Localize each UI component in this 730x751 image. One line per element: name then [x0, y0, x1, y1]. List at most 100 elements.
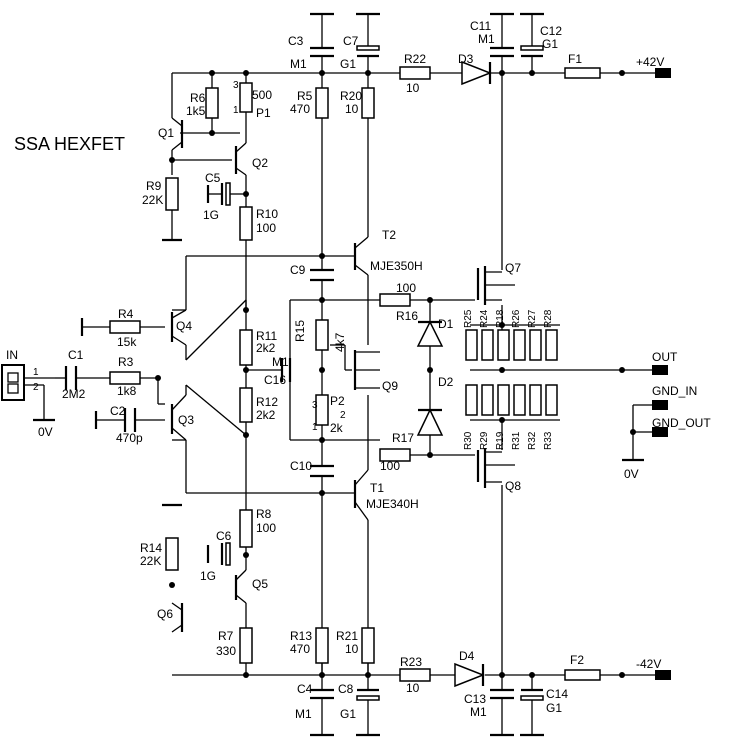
svg-text:1: 1	[233, 105, 239, 116]
p1-body	[239, 82, 253, 113]
r8-body	[239, 509, 253, 548]
svg-text:Q6: Q6	[157, 607, 173, 621]
svg-text:10: 10	[406, 681, 420, 695]
pos-rail-label: +42V	[636, 55, 664, 69]
svg-text:C12: C12	[540, 24, 562, 38]
svg-text:G1: G1	[542, 37, 558, 51]
svg-text:100: 100	[396, 281, 416, 295]
bank-resistor-label: R26	[511, 309, 522, 328]
svg-text:C5: C5	[205, 171, 221, 185]
svg-text:22K: 22K	[140, 554, 161, 568]
bank-resistor-label: R25	[463, 309, 474, 328]
bank-resistor-label: R27	[527, 309, 538, 328]
svg-text:100: 100	[256, 521, 276, 535]
svg-text:2k2: 2k2	[256, 408, 276, 422]
svg-text:3: 3	[312, 400, 318, 411]
bank-resistor-label: R31	[511, 431, 522, 450]
svg-text:MJE340H: MJE340H	[366, 497, 419, 511]
svg-text:Q8: Q8	[505, 479, 521, 493]
svg-text:D2: D2	[438, 375, 454, 389]
svg-text:15k: 15k	[117, 335, 137, 349]
svg-text:F1: F1	[568, 52, 582, 66]
svg-text:T1: T1	[370, 481, 384, 495]
svg-text:F2: F2	[570, 653, 584, 667]
svg-text:R23: R23	[400, 655, 422, 669]
in-label: IN	[6, 348, 18, 362]
bank-resistor-label: R29	[479, 431, 490, 450]
svg-text:R21: R21	[336, 629, 358, 643]
svg-text:R13: R13	[290, 629, 312, 643]
svg-text:MJE350H: MJE350H	[370, 259, 423, 273]
in-gnd-label: 0V	[38, 425, 53, 439]
svg-text:C14: C14	[546, 687, 568, 701]
svg-text:R7: R7	[218, 629, 234, 643]
svg-text:100: 100	[380, 459, 400, 473]
svg-text:C13: C13	[464, 692, 486, 706]
svg-text:R17: R17	[392, 431, 414, 445]
svg-text:22K: 22K	[142, 193, 163, 207]
svg-text:C16: C16	[264, 373, 286, 387]
svg-text:1k8: 1k8	[117, 384, 137, 398]
svg-text:C1: C1	[68, 348, 84, 362]
r12-body	[239, 387, 253, 423]
svg-text:M1: M1	[295, 707, 312, 721]
svg-text:R15: R15	[293, 320, 307, 342]
svg-text:1: 1	[312, 422, 318, 433]
svg-text:M1: M1	[290, 57, 307, 71]
bank-resistor-label: R33	[543, 431, 554, 450]
svg-text:R5: R5	[297, 89, 313, 103]
svg-text:470p: 470p	[116, 431, 143, 445]
r9-body	[165, 177, 179, 211]
svg-text:Q3: Q3	[178, 413, 194, 427]
svg-text:Q5: Q5	[252, 577, 268, 591]
ground-symbols	[33, 12, 644, 737]
input-connector	[1, 364, 25, 401]
svg-text:1G: 1G	[203, 208, 219, 222]
svg-text:R22: R22	[404, 52, 426, 66]
r17-body	[379, 448, 411, 462]
svg-text:M1: M1	[470, 705, 487, 719]
svg-text:2: 2	[340, 410, 346, 421]
r13-body	[315, 627, 329, 664]
svg-text:D4: D4	[459, 649, 475, 663]
p2-body	[315, 394, 329, 426]
svg-text:10: 10	[345, 102, 359, 116]
r3-body	[109, 371, 141, 385]
svg-text:Q1: Q1	[158, 126, 174, 140]
svg-text:C3: C3	[288, 34, 304, 48]
resistors	[109, 66, 601, 682]
svg-text:R6: R6	[190, 91, 206, 105]
r23-body	[399, 668, 431, 682]
svg-text:M1: M1	[272, 355, 289, 369]
svg-text:D3: D3	[458, 52, 474, 66]
svg-text:Q9: Q9	[382, 379, 398, 393]
f1-body	[564, 67, 601, 79]
r15-body	[315, 319, 329, 351]
r22-body	[399, 66, 431, 80]
svg-text:2M2: 2M2	[62, 387, 86, 401]
in-pin1-label: 1	[33, 367, 39, 378]
junctions	[155, 70, 636, 678]
svg-text:G1: G1	[546, 701, 562, 715]
schematic-title: SSA HEXFET	[14, 134, 125, 154]
r10-body	[239, 206, 253, 241]
transistors	[170, 117, 515, 633]
r7-body	[239, 627, 253, 664]
svg-text:470: 470	[290, 642, 310, 656]
bank-resistor-label: R18	[495, 309, 506, 328]
svg-text:C2: C2	[110, 404, 126, 418]
svg-text:2k2: 2k2	[256, 341, 276, 355]
svg-text:M1: M1	[478, 32, 495, 46]
bank-resistor-label: R24	[479, 309, 490, 328]
r16-body	[379, 293, 411, 307]
svg-text:3: 3	[233, 80, 239, 91]
capacitors	[64, 45, 544, 701]
svg-text:R16: R16	[396, 309, 418, 323]
svg-text:100: 100	[256, 221, 276, 235]
svg-text:R11: R11	[256, 329, 277, 343]
svg-text:Q4: Q4	[176, 319, 192, 333]
svg-text:G1: G1	[340, 57, 356, 71]
svg-text:R8: R8	[256, 507, 272, 521]
